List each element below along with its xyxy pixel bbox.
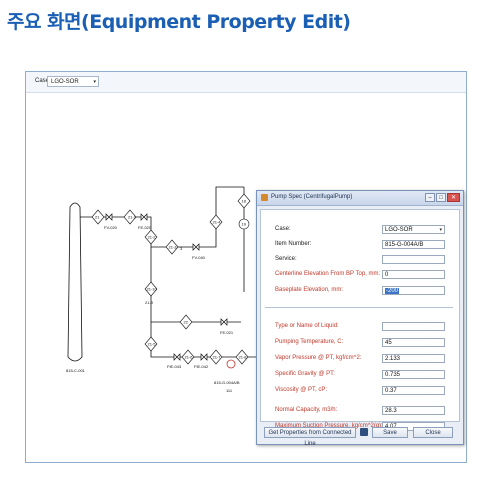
pump-label: 815-G-004A/B <box>214 380 240 385</box>
page-title: 주요 화면(Equipment Property Edit) <box>7 11 351 33</box>
chevron-down-icon: ▾ <box>439 227 442 233</box>
node-label: 21-6 <box>185 355 194 360</box>
close-window-button[interactable]: ✕ <box>447 193 460 202</box>
viscosity-input[interactable]: 0.37 <box>382 386 445 395</box>
pumping-temperature-label: Pumping Temperature, C: <box>275 339 344 345</box>
node-icon <box>144 229 158 245</box>
item-number-label: Item Number: <box>275 241 312 247</box>
node-label: 21-7 <box>213 355 222 360</box>
vapor-pressure-label: Vapor Pressure @ PT, kgf/cm^2: <box>275 355 362 361</box>
section-divider <box>265 307 453 308</box>
valve-label: FV-040 <box>192 255 206 260</box>
node-icon <box>165 239 179 255</box>
maximize-button[interactable]: □ <box>436 193 446 202</box>
column-label: 815-C-001 <box>66 368 86 373</box>
liquid-type-label: Type or Name of Liquid: <box>275 323 339 329</box>
centerline-elevation-label: Centerline Elevation From BP Top, mm: <box>275 271 381 277</box>
valve-label: FV-020 <box>104 225 118 230</box>
case-dropdown[interactable]: LGO-SOR ▾ <box>382 225 445 234</box>
node-label: 22 <box>184 320 189 325</box>
vapor-pressure-input[interactable]: 2.133 <box>382 354 445 363</box>
valve-icon <box>200 353 208 361</box>
node-label: 21-1 <box>128 215 137 220</box>
centerline-elevation-input[interactable]: 0 <box>382 270 445 279</box>
node-label: 18 <box>242 199 247 204</box>
pid-diagram: 21 21-1 21-2 21-3 21-4 21-10 22 21-5 21-… <box>66 186 256 393</box>
node-icon <box>235 349 249 365</box>
dialog-body: Case: LGO-SOR ▾ Item Number: 815-G-004A/… <box>260 209 460 431</box>
node-label: 21-9 <box>145 300 154 305</box>
node-icon <box>209 214 223 230</box>
node-label: 21-4 <box>213 220 222 225</box>
node-label: 21-3 <box>169 245 178 250</box>
dialog-titlebar[interactable]: Pump Spec (CentrifugalPump) – □ ✕ <box>257 191 463 206</box>
node-icon <box>123 209 137 225</box>
valve-label: FIE-043 <box>167 364 182 369</box>
specific-gravity-label: Specific Gravity @ PT: <box>275 371 335 377</box>
node-icon <box>181 349 195 365</box>
baseplate-elevation-label: Baseplate Elevation, mm: <box>275 287 344 293</box>
node-label: 19 <box>242 222 247 227</box>
valve-icon <box>192 243 200 251</box>
get-properties-button[interactable]: Get Properties from Connected Line <box>264 427 356 447</box>
valve-label: FE-020 <box>138 225 152 230</box>
specific-gravity-input[interactable]: 0.735 <box>382 370 445 379</box>
node-label: 21-8 <box>239 355 248 360</box>
case-select-value: LGO-SOR <box>51 79 79 85</box>
case-bar: Case: LGO-SOR ▾ <box>26 72 466 93</box>
node-icon <box>237 193 251 209</box>
node-icon <box>91 209 105 225</box>
minimize-button[interactable]: – <box>425 193 435 202</box>
liquid-type-input[interactable] <box>382 322 445 331</box>
valve-label: FE-021 <box>220 330 234 335</box>
viscosity-label: Viscosity @ PT, cP: <box>275 387 327 393</box>
save-icon <box>360 428 368 436</box>
max-suction-pressure-label: Maximum Suction Pressure, kg/cm^2(g): <box>275 423 383 429</box>
selected-text: -200 <box>385 288 400 294</box>
node-label: 3 <box>180 246 183 251</box>
normal-capacity-input[interactable]: 28.3 <box>382 406 445 415</box>
valve-label: FIE-042 <box>194 364 209 369</box>
dialog-title: Pump Spec (CentrifugalPump) <box>271 194 353 200</box>
valve-icon <box>140 213 148 221</box>
pipe-line <box>80 186 244 248</box>
node-icon <box>179 314 193 330</box>
item-number-input[interactable]: 815-G-004A/B <box>382 240 445 249</box>
node-icon <box>238 218 250 230</box>
valve-icon <box>105 213 113 221</box>
chevron-down-icon: ▾ <box>93 79 96 85</box>
pipe-line <box>150 247 226 358</box>
node-icon <box>144 281 158 297</box>
pump-icon <box>226 359 236 369</box>
service-input[interactable] <box>382 255 445 264</box>
node-label: 21-10 <box>147 287 158 292</box>
case-dropdown-value: LGO-SOR <box>385 227 413 233</box>
valve-icon <box>220 318 228 326</box>
close-button[interactable]: Close <box>413 427 453 438</box>
valve-icon <box>173 353 181 361</box>
save-button[interactable]: Save <box>372 427 408 438</box>
pumping-temperature-input[interactable]: 45 <box>382 338 445 347</box>
node-icon <box>144 336 158 352</box>
dialog-footer: Get Properties from Connected Line Save … <box>260 424 458 447</box>
node-icon <box>209 349 223 365</box>
pump-spec-dialog: Pump Spec (CentrifugalPump) – □ ✕ Case: … <box>256 190 464 447</box>
app-icon <box>261 194 268 201</box>
node-label: 21-2 <box>148 235 157 240</box>
case-select[interactable]: LGO-SOR ▾ <box>47 76 99 87</box>
normal-capacity-label: Normal Capacity, m3/h: <box>275 407 338 413</box>
node-label: 21 <box>95 215 100 220</box>
baseplate-elevation-input[interactable]: -200 <box>382 286 445 295</box>
node-label: 21-5 <box>148 342 157 347</box>
pump-sub-label: 111 <box>226 388 233 393</box>
column-vessel <box>67 202 83 362</box>
case-field-label: Case: <box>275 226 291 232</box>
service-label: Service: <box>275 256 297 262</box>
case-label: Case: <box>35 78 51 84</box>
